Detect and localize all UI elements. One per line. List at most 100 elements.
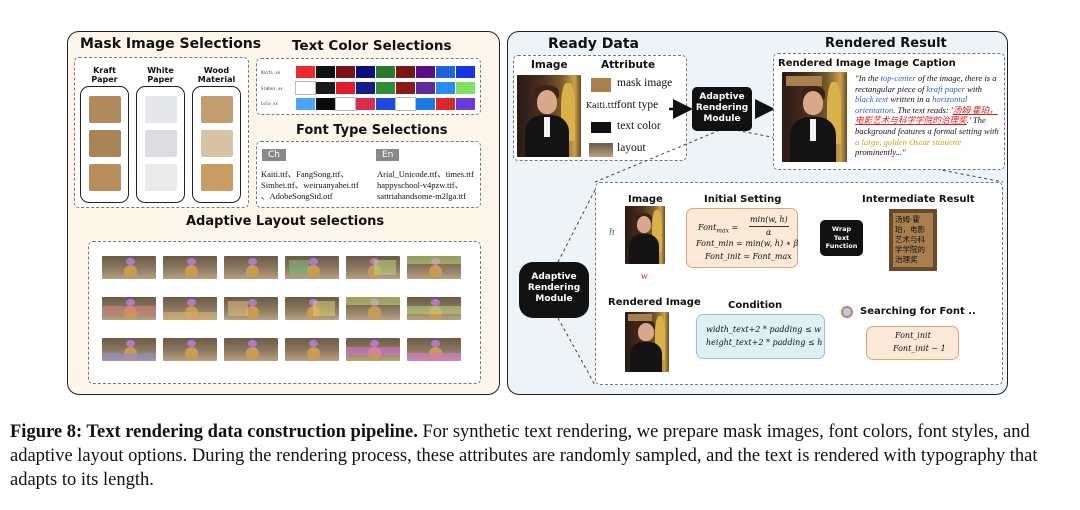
color-swatch bbox=[436, 66, 455, 78]
layout-thumbnail bbox=[224, 256, 278, 279]
layout-thumbnail bbox=[163, 338, 217, 361]
color-swatch bbox=[316, 82, 335, 94]
initial-setting-title: Initial Setting bbox=[704, 194, 782, 205]
layout-thumbnail bbox=[163, 297, 217, 320]
color-swatch bbox=[456, 98, 475, 110]
intermediate-result-image: 汤姆·霍珀，电影艺术与科学学院的治理奖 bbox=[889, 209, 937, 271]
layout-thumbnail bbox=[346, 256, 400, 279]
mask-card-white bbox=[136, 86, 185, 203]
caption-fragment: horizontal orientation bbox=[855, 94, 968, 115]
caption-fragment: . The text reads: ' bbox=[893, 104, 953, 115]
ready-data-title: Ready Data bbox=[548, 36, 639, 52]
font-init-formula: Font_init = Font_max bbox=[705, 252, 792, 261]
color-swatch bbox=[416, 66, 435, 78]
layout-thumbnail bbox=[102, 338, 156, 361]
rendered-image-header: Rendered Image bbox=[778, 58, 871, 69]
mask-swatch bbox=[201, 96, 233, 123]
process-image-header: Image bbox=[628, 194, 663, 205]
attr-text-color: text color bbox=[617, 120, 661, 132]
color-swatch bbox=[376, 66, 395, 78]
mask-swatch bbox=[89, 96, 121, 123]
rendered-portrait-image bbox=[782, 72, 847, 162]
final-rendered-image-header: Rendered Image bbox=[608, 297, 701, 308]
mask-swatch bbox=[89, 164, 121, 191]
caption-fragment: of the image, there is a rectangular pie… bbox=[855, 73, 997, 94]
layout-thumbnail bbox=[224, 338, 278, 361]
height-condition: height_text+2 * padding ≤ h bbox=[706, 338, 823, 347]
rendered-result-title: Rendered Result bbox=[825, 36, 947, 51]
english-font-list: Arial_Unicode.ttf、times.ttf happyschool-… bbox=[377, 169, 474, 202]
caption-fragment: black text bbox=[855, 94, 889, 105]
attribute-header: Attribute bbox=[601, 59, 656, 71]
process-portrait-image bbox=[625, 206, 665, 264]
color-swatch bbox=[456, 66, 475, 78]
layout-thumbnail bbox=[163, 256, 217, 279]
layout-thumbnail bbox=[407, 297, 461, 320]
color-swatch bbox=[316, 98, 335, 110]
font-max-denominator: α bbox=[766, 228, 772, 237]
layout-thumbnail bbox=[102, 256, 156, 279]
final-rendered-image bbox=[625, 312, 669, 372]
width-label: w bbox=[641, 271, 648, 282]
layout-thumbnail bbox=[407, 338, 461, 361]
layout-thumbnail bbox=[407, 256, 461, 279]
color-swatch bbox=[356, 98, 375, 110]
mask-card-kraft bbox=[80, 86, 129, 203]
color-row-label: Kaiti_xx bbox=[261, 70, 281, 75]
caption-fragment: kraft paper bbox=[926, 83, 965, 94]
color-swatch bbox=[396, 82, 415, 94]
mask-image-icon bbox=[591, 78, 611, 92]
layout-thumbnail bbox=[224, 297, 278, 320]
font-entry: Arial_Unicode.ttf、times.ttf bbox=[377, 169, 474, 179]
font-max-lhs: Fontmax = bbox=[698, 223, 739, 235]
color-swatch bbox=[335, 97, 356, 111]
english-font-tag: En bbox=[376, 149, 400, 161]
layout-thumbnail bbox=[285, 297, 339, 320]
intermediate-text: 汤姆·霍珀，电影艺术与科学学院的治理奖 bbox=[893, 213, 933, 267]
chinese-font-list: Kaiti.ttf、FangSong.ttf、 Simhei.ttf、weiru… bbox=[261, 169, 359, 202]
searching-font-label: Searching for Font .. bbox=[860, 306, 976, 317]
height-label: h bbox=[609, 226, 615, 238]
color-swatch bbox=[416, 98, 435, 110]
font-entry: Simhei.ttf、weiruanyahei.ttf bbox=[261, 180, 359, 190]
caption-fragment: 汤姆·霍珀，电影艺术与科学学院的治理奖 bbox=[855, 104, 998, 126]
font-type-box bbox=[256, 141, 481, 208]
color-swatch bbox=[316, 66, 335, 78]
font-entry: happyschool-v4pzw.ttf、 bbox=[377, 180, 464, 190]
mask-swatch bbox=[89, 130, 121, 157]
caption-fragment: prominently..." bbox=[855, 147, 906, 158]
layout-thumbnail bbox=[346, 297, 400, 320]
figure-caption-body: For synthetic text rendering, we prepare… bbox=[10, 422, 1038, 490]
fraction-bar bbox=[749, 226, 789, 227]
mask-label-white: White Paper bbox=[147, 66, 174, 84]
font-min-formula: Font_min = min(w, h) ∗ β bbox=[696, 239, 799, 248]
font-init-value: Font_init bbox=[895, 331, 931, 340]
width-condition: width_text+2 * padding ≤ w bbox=[706, 325, 822, 334]
caption-fragment: top-center bbox=[880, 73, 916, 83]
mask-label-kraft: Kraft Paper bbox=[91, 66, 118, 84]
font-file-icon: Kaiti.ttf bbox=[586, 101, 618, 110]
condition-title: Condition bbox=[728, 300, 783, 311]
layout-thumbnail bbox=[285, 256, 339, 279]
color-swatch bbox=[296, 66, 315, 78]
layout-thumbnail bbox=[346, 338, 400, 361]
attr-layout: layout bbox=[617, 142, 646, 154]
caption-fragment: with bbox=[964, 83, 982, 94]
color-swatch bbox=[416, 82, 435, 94]
layout-selections-title: Adaptive Layout selections bbox=[186, 214, 385, 229]
attr-mask-image: mask image bbox=[617, 77, 673, 89]
font-entry: sattriahandsome-m2lga.ttf bbox=[377, 191, 466, 201]
mask-swatch bbox=[145, 96, 177, 123]
intermediate-result-title: Intermediate Result bbox=[862, 194, 975, 205]
layout-icon bbox=[589, 143, 613, 157]
search-font-box bbox=[866, 326, 959, 360]
image-caption-text: "In the top-center of the image, there i… bbox=[855, 73, 1001, 158]
caption-fragment: .' The background features a formal sett… bbox=[855, 115, 999, 136]
color-swatch bbox=[395, 97, 416, 111]
font-entry: Kaiti.ttf、FangSong.ttf、 bbox=[261, 169, 349, 179]
condition-box bbox=[696, 314, 825, 359]
color-swatch bbox=[456, 82, 475, 94]
mask-selections-title: Mask Image Selections bbox=[80, 36, 262, 52]
